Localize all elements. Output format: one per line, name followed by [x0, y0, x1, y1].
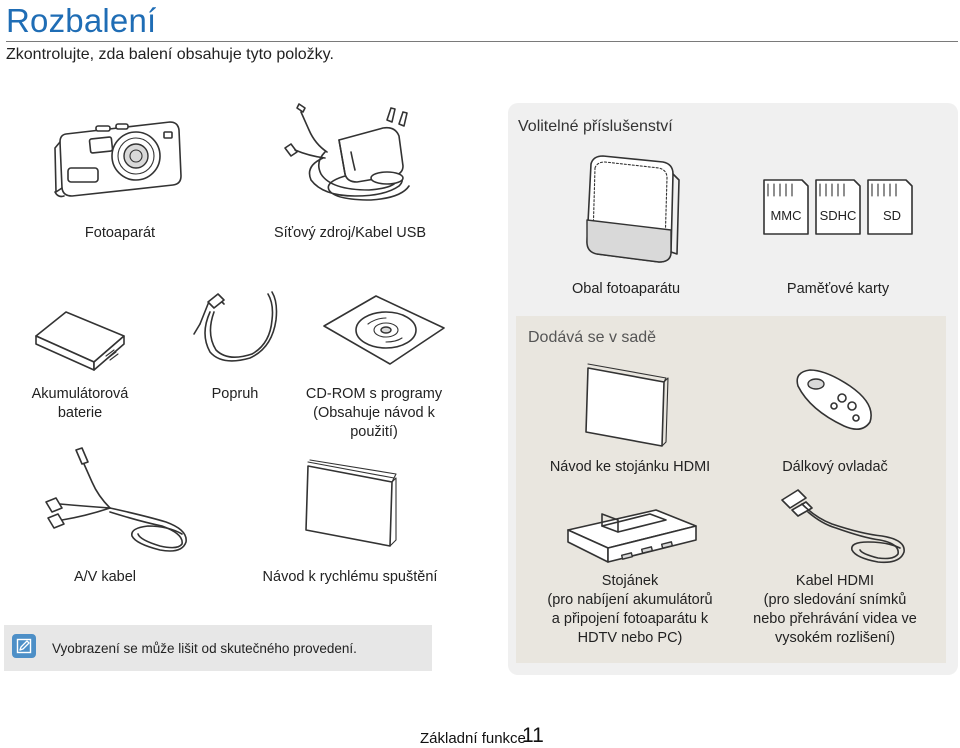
- strap-illustration: [193, 291, 278, 362]
- hdmi-cable-label-line3: nebo přehrávání videa ve: [753, 611, 917, 627]
- hdmi-cable-illustration: [781, 489, 905, 564]
- hdmi-cable-label-line2: (pro sledování snímků: [763, 592, 907, 608]
- optional-accessories-title: Volitelné příslušenství: [518, 118, 673, 135]
- footer-section-label: Základní funkce: [420, 730, 526, 747]
- charger-usb-cable-illustration: [284, 103, 410, 201]
- sdhc-card-icon: SDHC: [815, 179, 861, 235]
- page-subtitle: Zkontrolujte, zda balení obsahuje tyto p…: [6, 46, 334, 63]
- camera-label: Fotoaparát: [84, 225, 156, 241]
- hdmi-cable-label-line4: vysokém rozlišení): [774, 630, 896, 646]
- quick-guide-illustration: [305, 459, 397, 547]
- cdrom-label-line3: použití): [350, 424, 398, 440]
- cradle-label-line2: (pro nabíjení akumulátorů: [547, 592, 713, 608]
- remote-control-illustration: [796, 369, 872, 430]
- page-title: Rozbalení: [6, 2, 157, 39]
- hdmi-manual-illustration: [585, 363, 669, 447]
- mmc-card-label: MMC: [770, 208, 801, 223]
- cradle-label-line4: HDTV nebo PC): [577, 630, 683, 646]
- hdmi-cable-label-line1: Kabel HDMI: [795, 573, 875, 589]
- quick-guide-label: Návod k rychlému spuštění: [262, 569, 438, 585]
- hdmi-manual-label: Návod ke stojánku HDMI: [549, 459, 711, 475]
- sd-card-icon: SD: [867, 179, 913, 235]
- memory-cards-label: Paměťové karty: [786, 281, 890, 297]
- cdrom-illustration: [323, 295, 445, 365]
- battery-label-line2: baterie: [57, 405, 103, 421]
- av-cable-illustration: [45, 447, 187, 552]
- note-text: Vyobrazení se může lišit od skutečného p…: [52, 641, 357, 656]
- memory-cards-illustration: MMC SDHC SD: [763, 179, 913, 235]
- camera-illustration: [54, 121, 182, 198]
- cdrom-label-line1: CD-ROM s programy: [305, 386, 443, 402]
- battery-label-line1: Akumulátorová: [31, 386, 129, 402]
- mmc-card-icon: MMC: [763, 179, 809, 235]
- camera-case-label: Obal fotoaparátu: [571, 281, 681, 297]
- camera-case-illustration: [586, 155, 680, 263]
- sd-card-label: SD: [883, 208, 901, 223]
- note-box: [4, 625, 432, 671]
- remote-control-label: Dálkový ovladač: [782, 459, 888, 475]
- cradle-label-line3: a připojení fotoaparátu k: [551, 611, 709, 627]
- note-pencil-icon: [12, 634, 36, 658]
- included-title: Dodává se v sadě: [528, 329, 657, 346]
- av-cable-label: A/V kabel: [73, 569, 137, 585]
- title-divider: [6, 41, 958, 42]
- sdhc-card-label: SDHC: [820, 208, 857, 223]
- battery-illustration: [35, 311, 125, 371]
- cdrom-label-line2: (Obsahuje návod k: [313, 405, 435, 421]
- charger-label: Síťový zdroj/Kabel USB: [273, 225, 427, 241]
- strap-label: Popruh: [211, 386, 259, 402]
- cradle-illustration: [567, 509, 697, 563]
- cradle-label-line1: Stojánek: [601, 573, 659, 589]
- page-number: 11: [522, 724, 544, 747]
